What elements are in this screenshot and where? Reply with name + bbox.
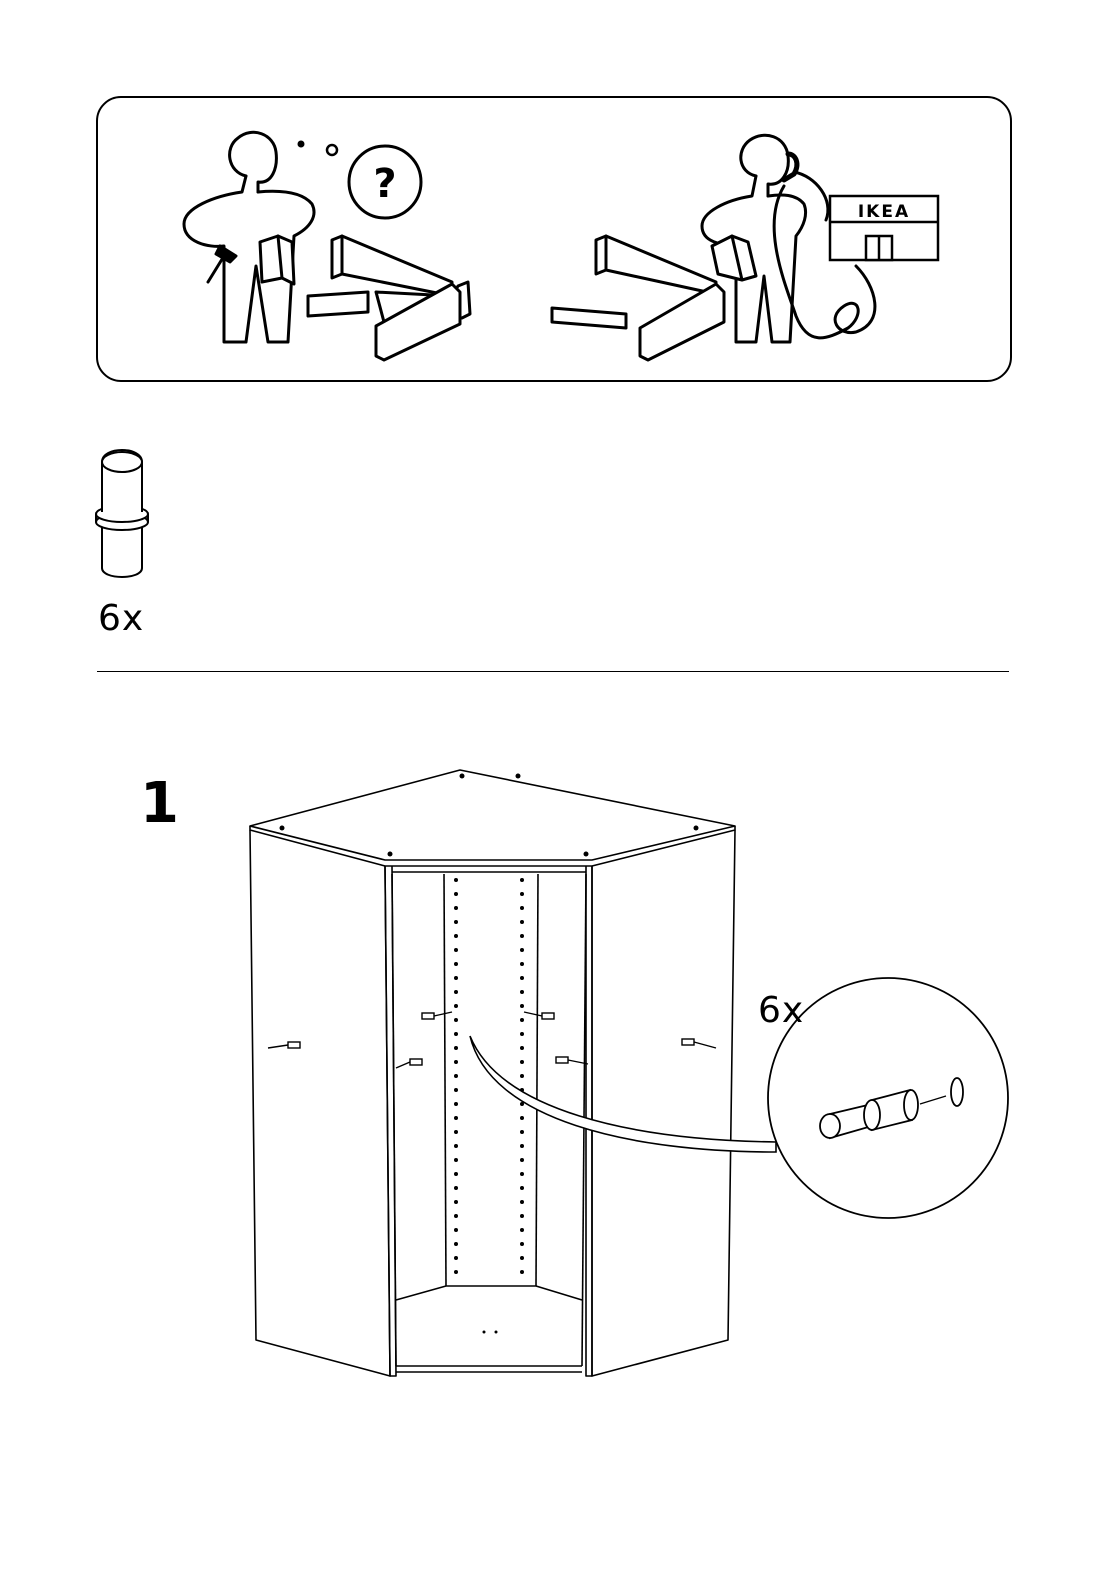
boards-right-icon (552, 236, 724, 360)
detail-quantity: 6x (758, 990, 804, 1031)
question-mark-icon: ? (373, 161, 396, 207)
panel-dowels (268, 1012, 716, 1068)
ikea-logo-text: IKEA (858, 202, 910, 222)
confused-man-icon (184, 132, 314, 342)
section-divider (97, 671, 1009, 672)
shelf-pin-holes (454, 878, 524, 1274)
corner-cabinet-icon (230, 760, 1030, 1400)
help-panel: ? (96, 96, 1012, 382)
dowel-quantity: 6x (98, 598, 144, 639)
step-number: 1 (140, 776, 179, 832)
thought-dot (327, 145, 337, 155)
help-panel-drawing: ? (96, 96, 1012, 382)
boards-left-icon (308, 236, 470, 360)
dowel-icon (92, 440, 212, 590)
cabinet-illustration (230, 760, 1030, 1400)
thought-dot (298, 141, 305, 148)
